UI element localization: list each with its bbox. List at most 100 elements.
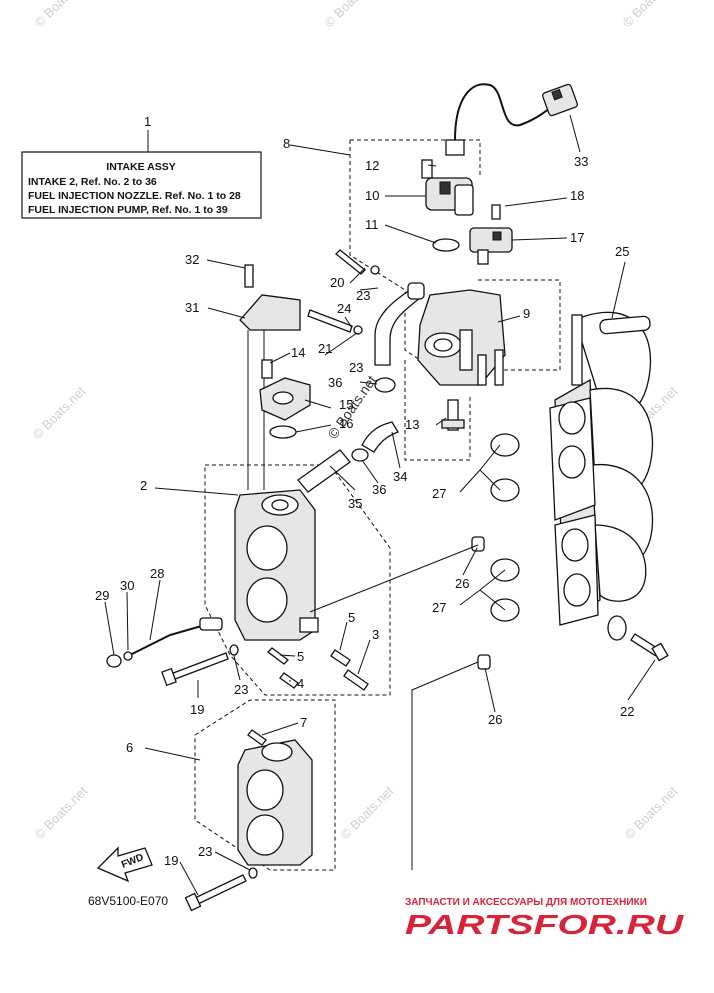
washer-23d <box>248 867 258 879</box>
legend-title: INTAKE ASSY <box>106 161 175 173</box>
group-2-boundary <box>204 464 391 696</box>
spring-5a <box>330 649 351 667</box>
callout-36b: 36 <box>372 482 386 497</box>
dowel-26a <box>471 536 485 552</box>
washer-23b <box>229 644 239 656</box>
callout-32: 32 <box>185 252 199 267</box>
callout-4: 4 <box>297 676 304 691</box>
callout-25: 25 <box>615 244 629 259</box>
callout-6: 6 <box>126 740 133 755</box>
callout-17: 17 <box>570 230 584 245</box>
callout-10: 10 <box>365 188 379 203</box>
watermark-top-right: © Boats.net <box>620 0 679 30</box>
callout-28: 28 <box>150 566 164 581</box>
bracket-31 <box>239 294 301 331</box>
callout-26b: 26 <box>488 712 502 727</box>
hoses <box>297 282 425 493</box>
clamp-36a <box>374 377 396 393</box>
callout-18: 18 <box>570 188 584 203</box>
callout-21: 21 <box>318 341 332 356</box>
callout-23d: 23 <box>198 844 212 859</box>
brand-logo: PARTSFOR.RU <box>405 909 684 940</box>
callout-23b: 23 <box>349 360 363 375</box>
bolt-32 <box>244 264 254 288</box>
callout-16: 16 <box>339 416 353 431</box>
brand-stamp: ЗАПЧАСТИ И АКСЕССУАРЫ ДЛЯ МОТОТЕХНИКИ PA… <box>405 897 684 940</box>
callout-11: 11 <box>365 217 379 232</box>
callout-2: 2 <box>140 478 147 493</box>
callout-8: 8 <box>283 136 290 151</box>
screw-4 <box>279 672 299 689</box>
joint-29 <box>106 654 122 668</box>
hose-24 <box>374 289 422 366</box>
screw-3 <box>343 669 369 691</box>
callout-26a: 26 <box>455 576 469 591</box>
callout-5a: 5 <box>348 610 355 625</box>
fwd-arrow: FWD <box>96 846 153 883</box>
pressure-sensor <box>469 204 513 265</box>
callout-1: 1 <box>144 114 151 129</box>
callout-20: 20 <box>330 275 344 290</box>
throttle-body-upper <box>234 489 319 641</box>
callout-12: 12 <box>365 158 379 173</box>
callout-27a: 27 <box>432 486 446 501</box>
linkage <box>106 617 223 668</box>
callout-23a: 23 <box>356 288 370 303</box>
group-6-boundary <box>194 699 336 871</box>
watermark-bottom-right: © Boats.net <box>622 783 681 842</box>
spring-5b <box>267 647 289 665</box>
gasket-27b <box>490 478 520 502</box>
group-boundaries <box>194 139 561 871</box>
watermark-top-center: © Boats.net <box>322 0 381 30</box>
callout-34: 34 <box>393 469 407 484</box>
legend-line-1: INTAKE 2, Ref. No. 2 to 36 <box>28 176 157 188</box>
callout-30: 30 <box>120 578 134 593</box>
diagram-code: 68V5100-E070 <box>88 894 168 908</box>
spring-7 <box>247 729 267 746</box>
small-parts <box>267 647 369 691</box>
bolt-22 <box>607 615 669 662</box>
bolts-19-23 <box>161 644 258 912</box>
throttle-body-lower <box>237 729 313 866</box>
callout-13: 13 <box>405 417 419 432</box>
dowel-26b <box>477 654 491 670</box>
callout-19b: 19 <box>164 853 178 868</box>
link-rod-28 <box>199 617 223 631</box>
legend: 1 INTAKE ASSY INTAKE 2, Ref. No. 2 to 36… <box>21 114 262 219</box>
legend-box <box>21 151 262 219</box>
callout-31: 31 <box>185 300 199 315</box>
callout-15: 15 <box>339 397 353 412</box>
bolt-19a <box>167 652 229 682</box>
gasket-27a <box>490 433 520 457</box>
bolt-20 <box>335 249 366 275</box>
callouts: 8 12 10 11 18 17 33 25 9 13 32 31 20 23 … <box>95 136 634 868</box>
bolt-21 <box>307 309 353 333</box>
legend-line-2: FUEL INJECTION NOZZLE. Ref. No. 1 to 28 <box>28 190 241 202</box>
callout-23c: 23 <box>234 682 248 697</box>
callout-24: 24 <box>337 301 351 316</box>
legend-line-3: FUEL INJECTION PUMP, Ref. No. 1 to 39 <box>28 204 228 216</box>
watermark-top-left: © Boats.net <box>32 0 91 30</box>
callout-19a: 19 <box>190 702 204 717</box>
hose-34 <box>361 421 399 453</box>
callout-29: 29 <box>95 588 109 603</box>
callout-5b: 5 <box>297 649 304 664</box>
callout-22: 22 <box>620 704 634 719</box>
clamp-36b <box>351 448 369 462</box>
watermark-bottom-center: © Boats.net <box>338 783 397 842</box>
watermark-bottom-left: © Boats.net <box>32 783 91 842</box>
hose-35 <box>297 449 351 493</box>
bolt-19b <box>194 874 247 905</box>
bolt-18 <box>491 204 501 220</box>
fuel-pump-assembly <box>417 159 506 431</box>
screw-14 <box>261 359 273 379</box>
washer-30 <box>123 651 133 661</box>
leader-lines <box>104 114 656 896</box>
callout-14: 14 <box>291 345 305 360</box>
sensor-13 <box>447 399 459 431</box>
o-ring-16 <box>269 425 297 439</box>
callout-3: 3 <box>372 627 379 642</box>
callout-7: 7 <box>300 715 307 730</box>
